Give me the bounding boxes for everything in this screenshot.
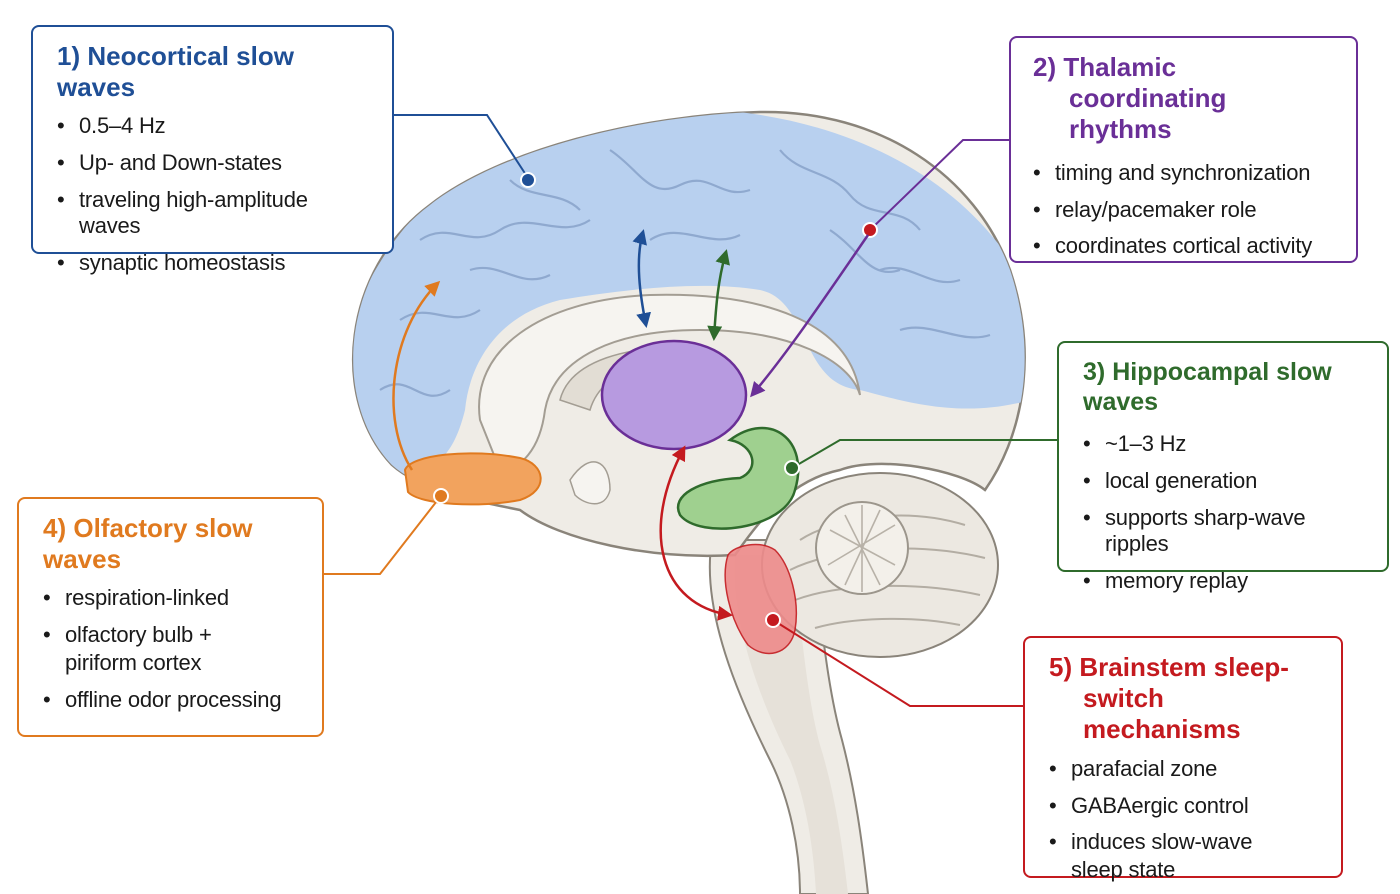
cortical-gyri — [379, 149, 991, 397]
arrow-cortex-thalamus-blue — [632, 229, 652, 328]
list-item: induces slow-wave — [1049, 829, 1321, 855]
label-title-olfactory: 4) Olfactory slow waves — [43, 513, 253, 575]
list-item: supports sharp-wave ripples — [1083, 505, 1367, 557]
marker-brainstem — [765, 612, 781, 628]
connector-neocortical — [394, 114, 529, 179]
neocortex-region — [353, 111, 1025, 480]
cerebellum — [761, 472, 999, 658]
label-box-olfactory: 4) Olfactory slow waves respiration-link… — [17, 497, 324, 737]
list-item-continuation: piriform cortex — [65, 650, 202, 676]
label-title-neocortical: 1) Neocortical slow waves — [57, 41, 294, 103]
list-item: local generation — [1083, 468, 1367, 494]
list-item: respiration-linked — [43, 585, 302, 611]
marker-hippocampal — [784, 460, 800, 476]
list-item: timing and synchronization — [1033, 160, 1336, 186]
corpus-callosum — [478, 293, 861, 472]
list-item: GABAergic control — [1049, 793, 1321, 819]
list-item: memory replay — [1083, 568, 1367, 594]
list-item: olfactory bulb + — [43, 622, 302, 648]
list-item: relay/pacemaker role — [1033, 197, 1336, 223]
list-item: offline odor processing — [43, 687, 302, 713]
marker-olfactory — [433, 488, 449, 504]
list-item: ~1–3 Hz — [1083, 431, 1367, 457]
connector-thalamic — [869, 139, 1009, 231]
list-item: coordinates cortical activity — [1033, 233, 1336, 259]
arrow-olfactory — [392, 280, 441, 471]
arrow-brainstem-thalamus — [659, 445, 733, 621]
label-list-thalamic: timing and synchronization relay/pacemak… — [1033, 160, 1336, 260]
list-item: Up- and Down-states — [57, 150, 372, 176]
label-box-neocortical: 1) Neocortical slow waves 0.5–4 Hz Up- a… — [31, 25, 394, 276]
connector-olfactory — [324, 496, 441, 575]
marker-thalamic — [862, 222, 878, 238]
marker-neocortical — [520, 172, 536, 188]
arrow-cortex-thalamus-green — [707, 249, 730, 341]
label-box-brainstem: 5) Brainstem sleep-switch mechanisms par… — [1023, 636, 1343, 882]
label-list-neocortical: 0.5–4 Hz Up- and Down-states traveling h… — [57, 113, 372, 276]
list-item-continuation: sleep state — [1071, 857, 1176, 883]
arrow-thalamic — [750, 234, 870, 398]
label-title-brainstem: 5) Brainstem sleep-switch mechanisms — [1049, 652, 1289, 745]
label-list-brainstem: parafacial zone GABAergic control induce… — [1049, 756, 1321, 884]
connector-hippocampal — [791, 439, 1057, 469]
list-item: traveling high-amplitude waves — [57, 187, 372, 239]
list-item: parafacial zone — [1049, 756, 1321, 782]
label-list-olfactory: respiration-linked olfactory bulb + piri… — [43, 585, 302, 713]
label-title-hippocampal: 3) Hippocampal slow waves — [1083, 358, 1332, 416]
list-item: 0.5–4 Hz — [57, 113, 372, 139]
list-item: synaptic homeostasis — [57, 250, 372, 276]
connector-brainstem — [772, 619, 1023, 707]
fornix — [569, 461, 611, 505]
label-box-hippocampal: 3) Hippocampal slow waves ~1–3 Hz local … — [1057, 341, 1389, 594]
thalamus-region — [600, 339, 748, 451]
label-list-hippocampal: ~1–3 Hz local generation supports sharp-… — [1083, 431, 1367, 594]
olfactory-region — [403, 452, 542, 506]
